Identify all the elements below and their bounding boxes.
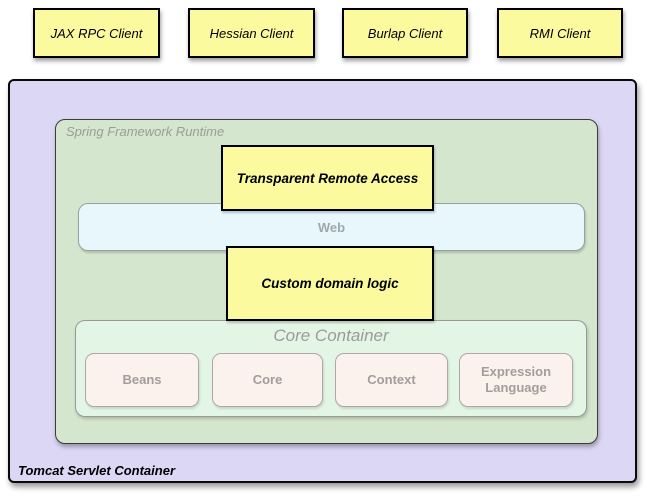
burlap-client-label: Burlap Client — [367, 25, 443, 41]
rmi-client-label: RMI Client — [529, 25, 591, 41]
web-layer-label: Web — [317, 219, 346, 235]
core-module-label: Core — [252, 372, 283, 388]
beans-module-box: Beans — [85, 353, 199, 407]
core-module-box: Core — [212, 353, 323, 407]
rmi-client-box: RMI Client — [497, 8, 623, 58]
spring-framework-runtime-label: Spring Framework Runtime — [66, 124, 225, 139]
transparent-remote-access-label: Transparent Remote Access — [236, 170, 419, 186]
tomcat-servlet-container-label: Tomcat Servlet Container — [18, 463, 176, 478]
jax-rpc-client-box: JAX RPC Client — [33, 8, 160, 58]
custom-domain-logic-label: Custom domain logic — [261, 276, 399, 291]
beans-module-label: Beans — [122, 372, 162, 388]
context-module-label: Context — [367, 372, 416, 388]
jax-rpc-client-label: JAX RPC Client — [50, 25, 143, 41]
burlap-client-box: Burlap Client — [342, 8, 468, 58]
custom-domain-logic-box: Custom domain logic — [226, 246, 434, 321]
expression-language-module-label: Expression Language — [480, 364, 552, 395]
core-container-label: Core Container — [273, 326, 389, 345]
hessian-client-box: Hessian Client — [188, 8, 315, 58]
context-module-box: Context — [335, 353, 448, 407]
transparent-remote-access-box: Transparent Remote Access — [221, 145, 434, 211]
expression-language-module-box: Expression Language — [459, 353, 573, 407]
hessian-client-label: Hessian Client — [209, 25, 294, 41]
